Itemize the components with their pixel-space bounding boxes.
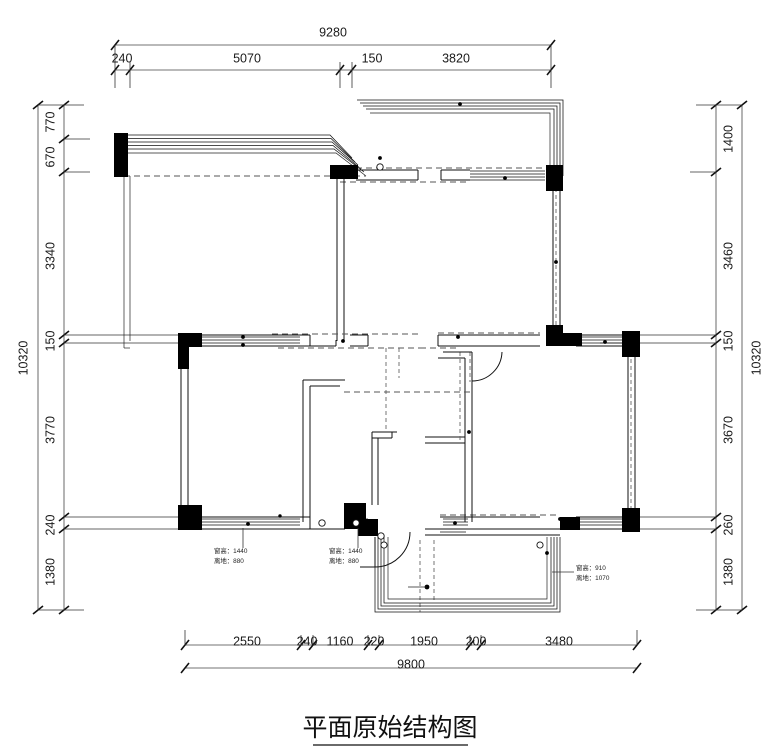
dim-left-2: 670 (43, 147, 57, 168)
dim-left-overall: 10320 (16, 341, 30, 376)
dim-top-4: 3820 (442, 51, 470, 65)
dim-bottom-4: 220 (364, 634, 385, 648)
dim-top-1: 240 (112, 51, 133, 65)
left-dimension-block: 10320 770 670 3340 150 3770 240 1380 (16, 100, 178, 615)
dim-right-1: 1400 (721, 125, 735, 153)
balcony-upper-left (123, 134, 367, 349)
structural-columns (114, 133, 640, 536)
dim-left-7: 1380 (43, 558, 57, 586)
drawing-title: 平面原始结构图 (302, 714, 477, 742)
fixture-markers (188, 156, 385, 540)
dim-right-5: 260 (721, 515, 735, 536)
dim-right-4: 3670 (721, 416, 735, 444)
dim-right-2: 3460 (721, 242, 735, 270)
dim-bottom-2: 240 (297, 634, 318, 648)
dim-left-6: 240 (43, 515, 57, 536)
window-note-center-line1: 窗高：1440 (329, 546, 363, 555)
dim-bottom-6: 200 (466, 634, 487, 648)
balcony-upper-right (357, 99, 564, 176)
dim-bottom-overall: 9800 (397, 657, 425, 671)
window-annotations: 窗高：1440 离地：880 窗高：1440 离地：880 窗高：910 离地：… (214, 528, 610, 582)
dim-bottom-1: 2550 (233, 634, 261, 648)
dim-bottom-7: 3480 (545, 634, 573, 648)
structural-walls (124, 167, 636, 612)
dim-left-4: 150 (43, 331, 57, 352)
balcony-bottom (374, 531, 561, 613)
drawing-title-block: 平面原始结构图 (302, 714, 478, 746)
door-swings (360, 351, 503, 568)
window-note-right-line2: 离地：1070 (576, 573, 610, 582)
dim-bottom-5: 1950 (410, 634, 438, 648)
dim-right-3: 150 (721, 331, 735, 352)
window-note-center-line2: 离地：880 (329, 556, 359, 565)
dim-left-5: 3770 (43, 416, 57, 444)
window-note-right-line1: 窗高：910 (576, 563, 606, 572)
dim-right-overall: 10320 (749, 341, 763, 376)
dim-left-3: 3340 (43, 242, 57, 270)
top-dimension-block: 9280 240 5070 150 3820 (110, 25, 556, 88)
window-note-left-line1: 窗高：1440 (214, 546, 248, 555)
dim-left-1: 770 (43, 112, 57, 133)
dim-right-6: 1380 (721, 558, 735, 586)
bottom-dimension-block: 2550 240 1160 220 1950 200 3480 9800 (180, 630, 642, 674)
dim-top-3: 150 (362, 51, 383, 65)
window-note-left-line2: 离地：880 (214, 556, 244, 565)
dim-top-overall: 9280 (319, 25, 347, 39)
right-dimension-block: 10320 1400 3460 150 3670 260 1380 (600, 100, 763, 615)
dim-bottom-3: 1160 (327, 634, 354, 648)
dim-top-2: 5070 (233, 51, 261, 65)
plan-geometry (114, 99, 640, 613)
